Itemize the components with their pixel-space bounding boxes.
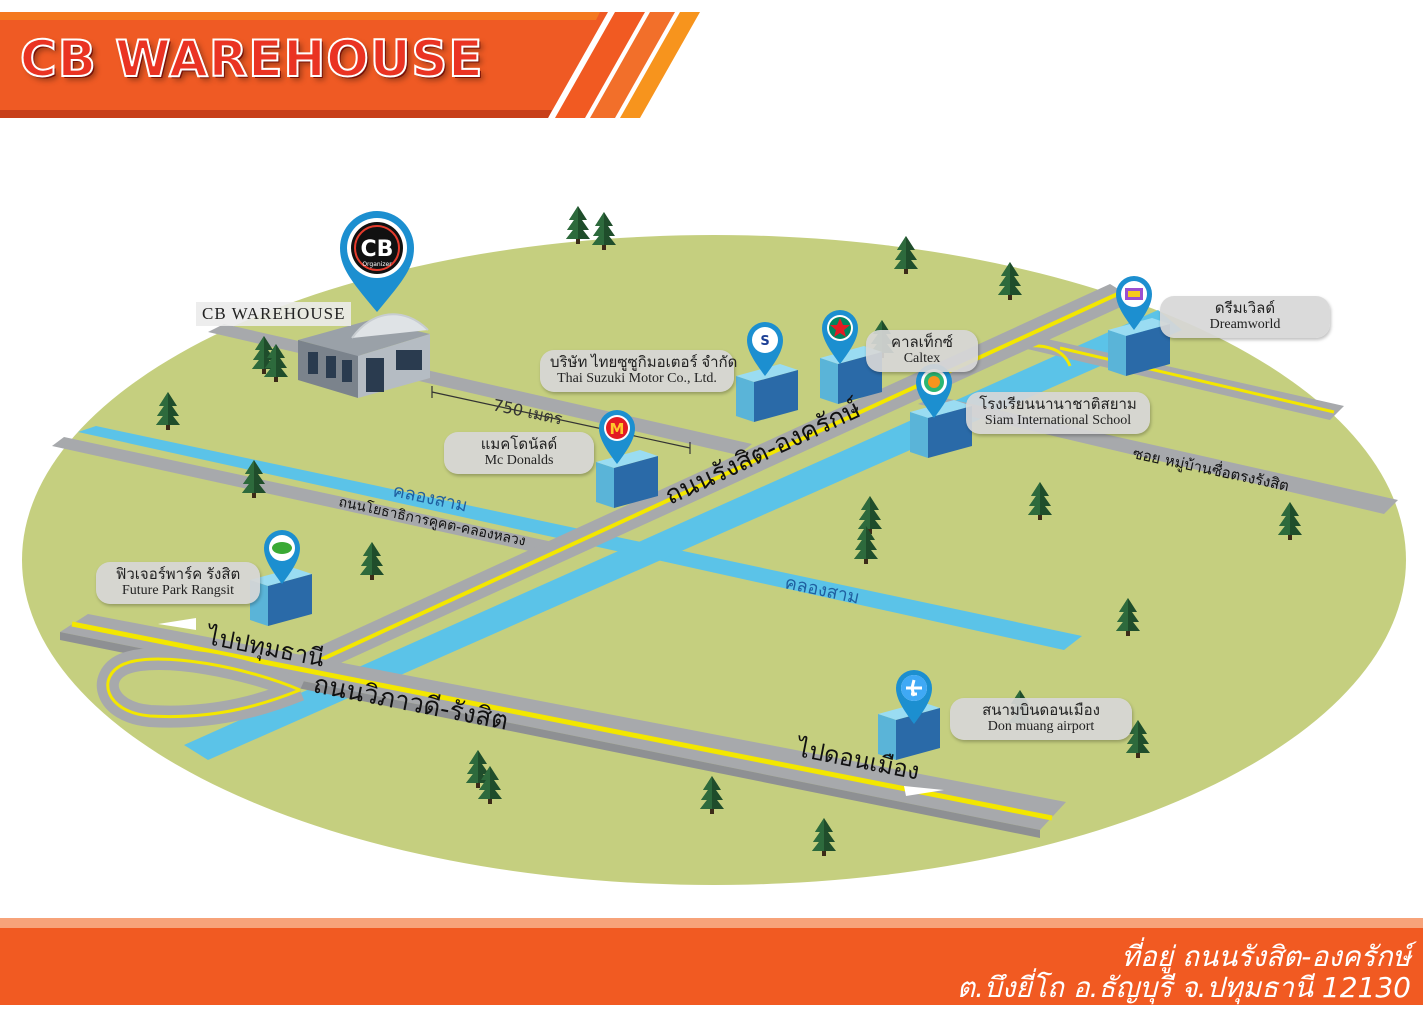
- address-line-2: ต.บึงยี่โถ อ.ธัญบุรี จ.ปทุมธานี 12130: [956, 971, 1411, 1004]
- label-dreamworld-th: ดรีมเวิลด์: [1214, 301, 1276, 317]
- label-dreamworld-en: Dreamworld: [1209, 317, 1281, 332]
- app-logo-title: CB WAREHOUSE: [19, 29, 484, 89]
- yothathikan-road: [52, 437, 562, 556]
- label-suzuki-en: Thai Suzuki Motor Co., Ltd.: [557, 371, 717, 386]
- arrow-to-donmuang-icon: [904, 786, 944, 796]
- svg-text:M: M: [610, 420, 625, 438]
- label-don-muang: สนามบินดอนเมือง Don muang airport: [950, 698, 1132, 740]
- label-suzuki: บริษัท ไทยซูซูกิมอเตอร์ จำกัด Thai Suzuk…: [540, 350, 738, 392]
- label-mcdonalds-th: แมคโดนัลด์: [480, 437, 558, 453]
- airplane-icon: [896, 670, 932, 724]
- label-siam-school-th: โรงเรียนนานาชาติสยาม: [979, 397, 1137, 413]
- label-don-muang-th: สนามบินดอนเมือง: [982, 703, 1100, 719]
- label-caltex: คาลเท็กซ์ Caltex: [866, 330, 978, 372]
- label-suzuki-th: บริษัท ไทยซูซูกิมอเตอร์ จำกัด: [550, 355, 738, 371]
- future-park-logo-icon: [264, 530, 300, 584]
- school-logo-icon: [916, 364, 952, 418]
- dreamworld-logo-icon: [1116, 276, 1152, 330]
- footer-bar: [0, 928, 1423, 1005]
- label-mcdonalds: แมคโดนัลด์ Mc Donalds: [444, 432, 594, 474]
- label-caltex-en: Caltex: [903, 351, 941, 366]
- header-banner: [0, 12, 700, 118]
- cb-location-pin-icon: CB Organizer: [340, 211, 414, 312]
- arrow-to-pathum-icon: [158, 618, 196, 630]
- label-future-park: ฟิวเจอร์พาร์ค รังสิต Future Park Rangsit: [96, 562, 260, 604]
- label-dreamworld: ดรีมเวิลด์ Dreamworld: [1160, 296, 1330, 338]
- label-mcdonalds-en: Mc Donalds: [484, 453, 554, 468]
- label-caltex-th: คาลเท็กซ์: [891, 335, 953, 351]
- label-siam-school-en: Siam International School: [984, 413, 1132, 428]
- suzuki-logo-icon: S: [747, 322, 783, 376]
- cb-warehouse-label: CB WAREHOUSE: [196, 302, 352, 326]
- footer-stripe: [0, 918, 1423, 928]
- cb-warehouse-building: [298, 313, 430, 398]
- label-future-park-en: Future Park Rangsit: [122, 583, 234, 598]
- mcdonalds-logo-icon: M: [599, 410, 635, 464]
- cb-pin-subtext: Organizer: [362, 261, 392, 268]
- cb-pin-text: CB: [361, 237, 394, 262]
- svg-text:S: S: [760, 334, 769, 349]
- caltex-star-icon: [822, 310, 858, 364]
- label-siam-school: โรงเรียนนานาชาติสยาม Siam International …: [966, 392, 1150, 434]
- label-don-muang-en: Don muang airport: [987, 719, 1095, 734]
- label-future-park-th: ฟิวเจอร์พาร์ค รังสิต: [115, 567, 241, 583]
- address-line-1: ที่อยู่ ถนนรังสิต-องครักษ์: [1121, 940, 1411, 973]
